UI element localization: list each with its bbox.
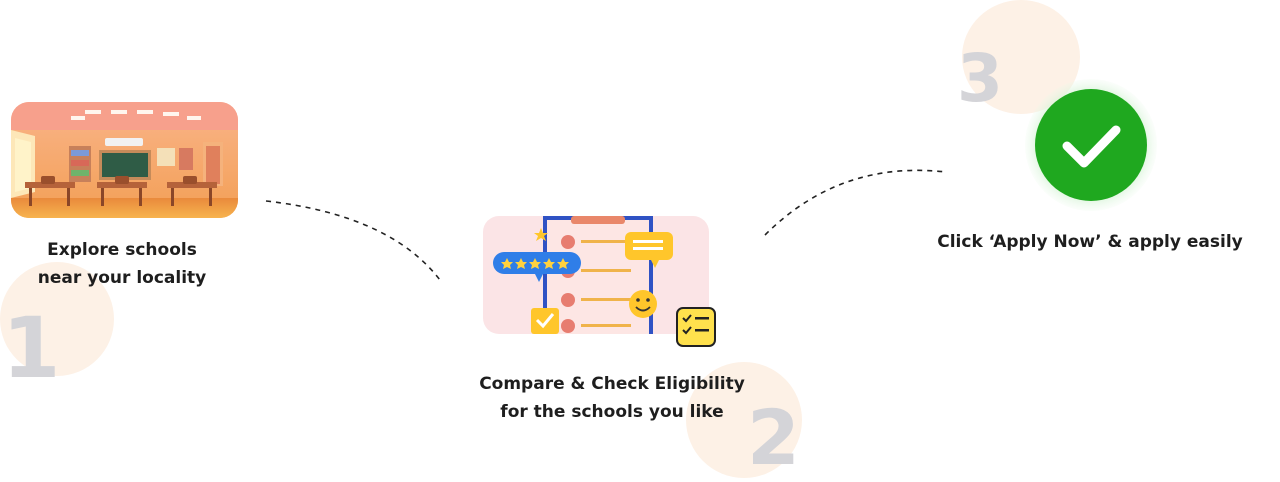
step2-caption: Compare & Check Eligibility for the scho… — [442, 370, 782, 426]
step2-caption-line2: for the schools you like — [500, 402, 724, 422]
step1-caption: Explore schools near your locality — [22, 236, 222, 292]
step3-caption: Click ‘Apply Now’ & apply easily — [920, 228, 1260, 256]
step2-caption-line1: Compare & Check Eligibility — [479, 374, 745, 394]
checklist-rating-illustration — [483, 216, 716, 347]
step3-number: 3 — [957, 40, 1003, 117]
green-check-icon — [1025, 79, 1157, 211]
step1-caption-line1: Explore schools — [47, 240, 197, 260]
classroom-illustration — [11, 102, 238, 218]
step2-number: 2 — [747, 393, 800, 482]
step3-caption-line1: Click ‘Apply Now’ & apply easily — [937, 232, 1243, 252]
step2-number-backdrop — [686, 362, 802, 478]
step1-number: 1 — [2, 299, 61, 397]
step1-number-backdrop — [0, 262, 114, 376]
step1-caption-line2: near your locality — [37, 268, 207, 288]
